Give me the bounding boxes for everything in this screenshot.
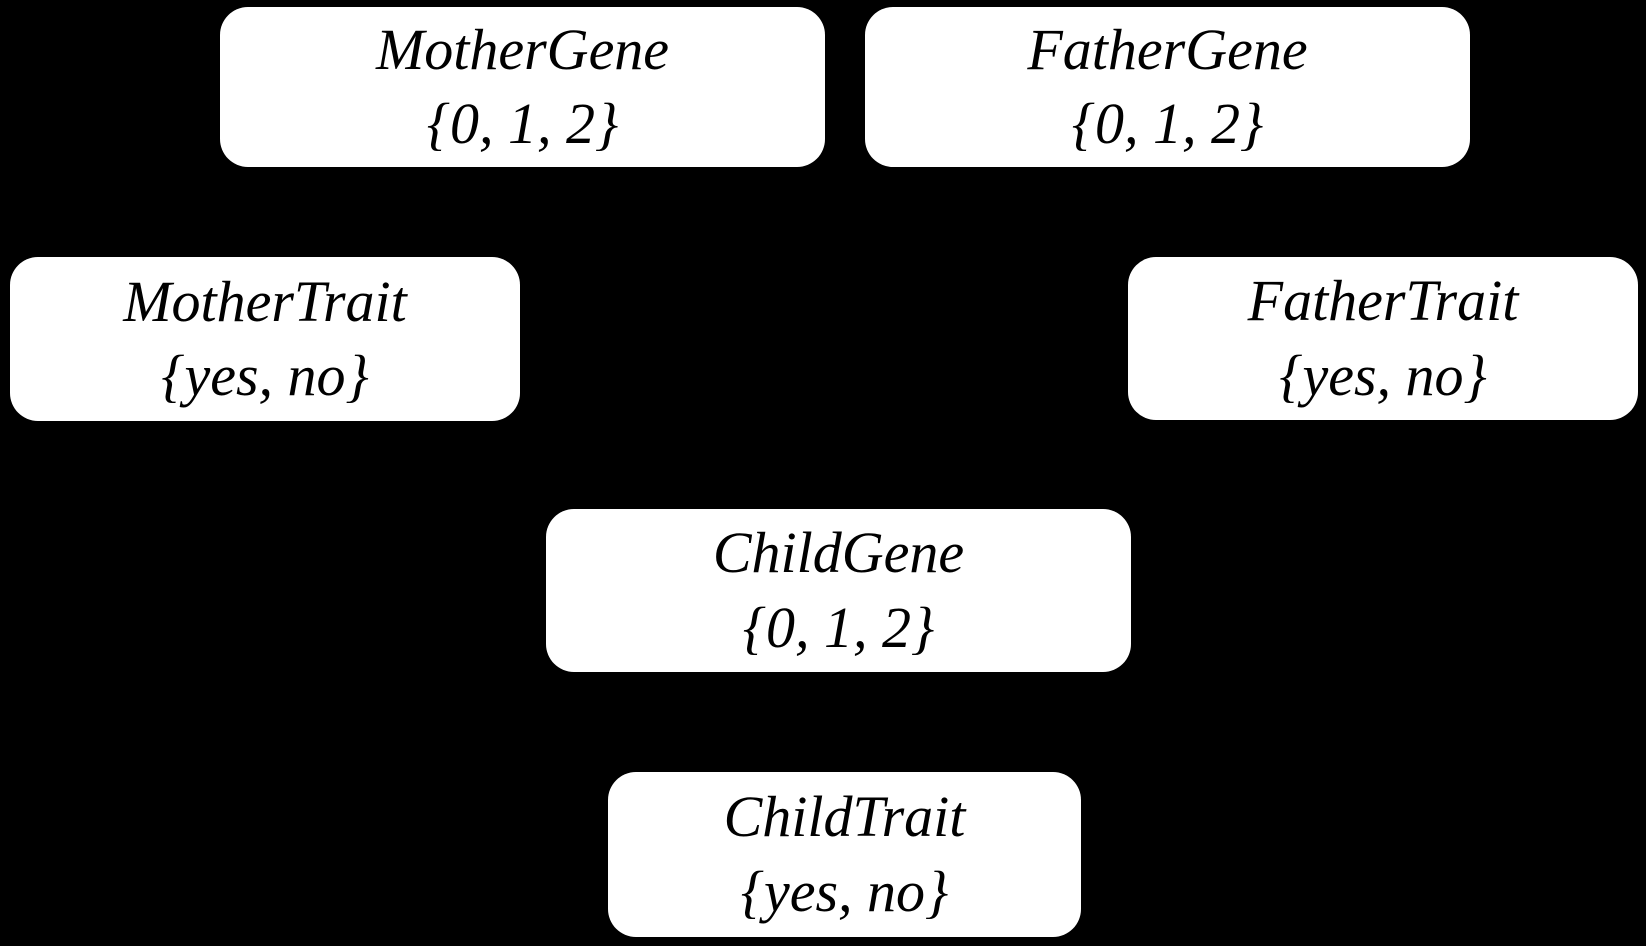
node-child-gene: ChildGene {0, 1, 2} <box>546 509 1131 672</box>
node-father-gene-values: {0, 1, 2} <box>1071 91 1264 156</box>
node-mother-gene-label: MotherGene <box>375 16 670 82</box>
node-child-trait: ChildTrait {yes, no} <box>608 772 1081 937</box>
node-father-trait-values: {yes, no} <box>1279 342 1487 408</box>
node-mother-gene-values: {0, 1, 2} <box>426 91 619 156</box>
node-father-gene-label: FatherGene <box>1027 16 1308 82</box>
node-child-gene-label: ChildGene <box>712 520 965 586</box>
node-child-trait-values: {yes, no} <box>740 858 949 924</box>
node-child-gene-values: {0, 1, 2} <box>742 594 935 660</box>
node-father-trait-label: FatherTrait <box>1247 268 1519 334</box>
node-child-trait-label: ChildTrait <box>723 784 966 850</box>
node-mother-trait-label: MotherTrait <box>123 268 407 334</box>
node-mother-gene: MotherGene {0, 1, 2} <box>220 7 825 167</box>
node-father-trait: FatherTrait {yes, no} <box>1128 257 1638 420</box>
node-father-gene: FatherGene {0, 1, 2} <box>865 7 1470 167</box>
node-mother-trait-values: {yes, no} <box>161 343 369 408</box>
node-mother-trait: MotherTrait {yes, no} <box>10 257 520 421</box>
